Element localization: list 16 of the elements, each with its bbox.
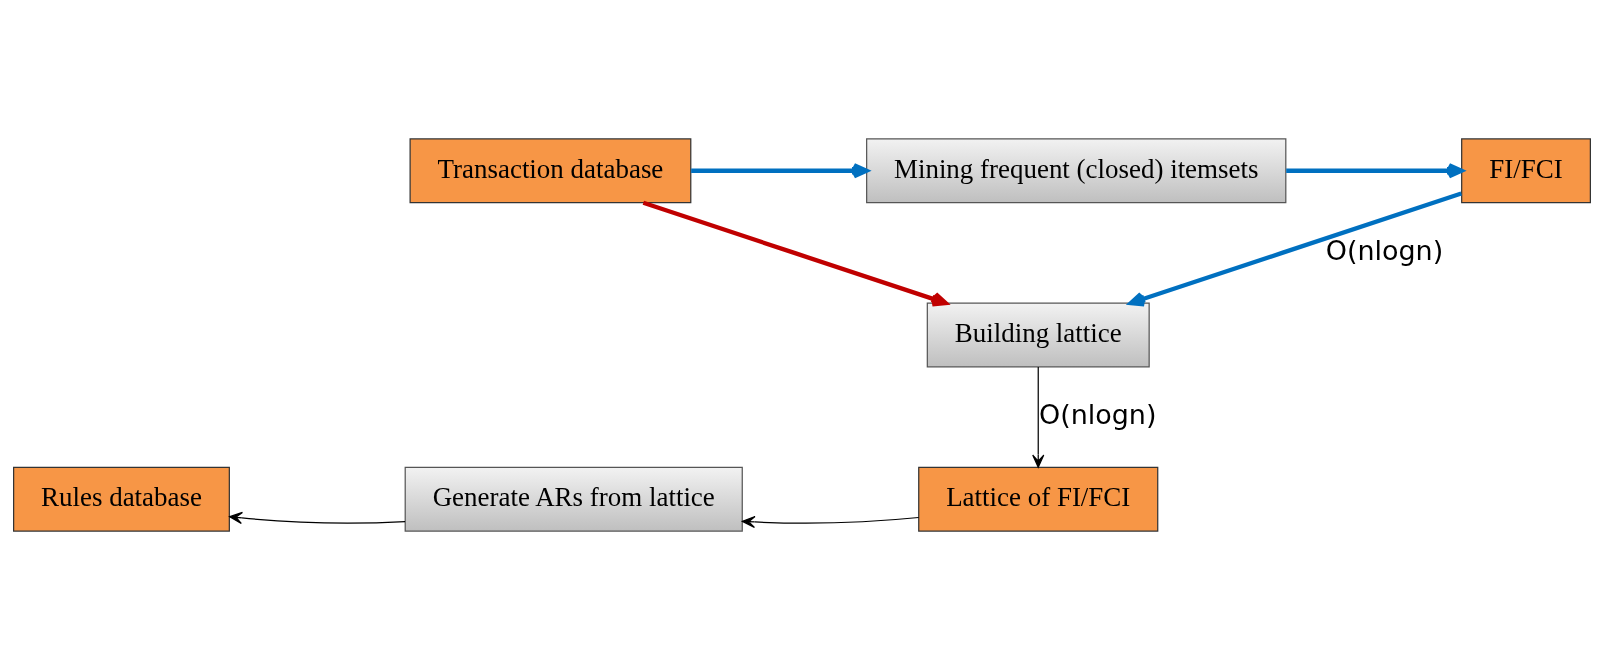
edge-label: O(nlogn) [1038,398,1157,430]
arrow [642,200,948,307]
node-box: Transaction database [409,138,692,204]
node-box: Lattice of FI/FCI [918,466,1159,532]
node-box: FI/FCI [1461,138,1591,204]
edge-label: O(nlogn) [1325,234,1444,266]
arrow [1032,366,1045,468]
arrow [1286,163,1464,179]
node-box: Generate ARs from lattice [404,466,743,532]
node-box: Mining frequent (closed) itemsets [866,138,1287,204]
arrow [229,511,406,524]
arrow [1128,191,1462,307]
node-box: Rules database [13,466,230,532]
arrow [691,163,869,179]
arrow [741,515,920,529]
node-box: Building lattice [926,302,1150,368]
